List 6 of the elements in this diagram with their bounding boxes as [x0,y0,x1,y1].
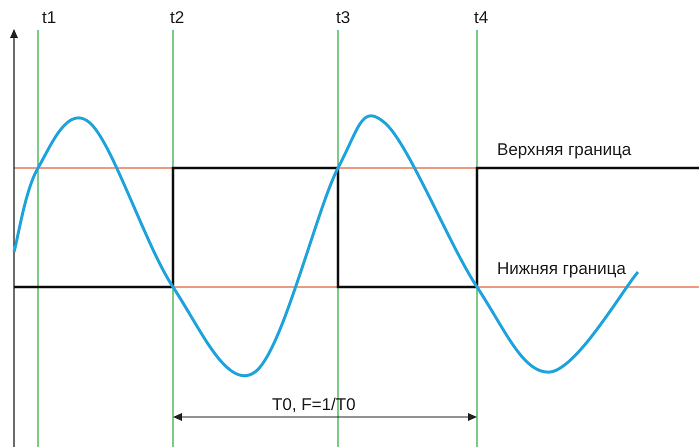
threshold-label: Верхняя граница [497,140,632,160]
time-marker-label: t4 [474,8,488,28]
time-marker-label: t1 [42,8,56,28]
time-marker-label: t2 [170,8,184,28]
threshold-label: Нижняя граница [497,259,626,279]
time-marker-label: t3 [336,8,350,28]
